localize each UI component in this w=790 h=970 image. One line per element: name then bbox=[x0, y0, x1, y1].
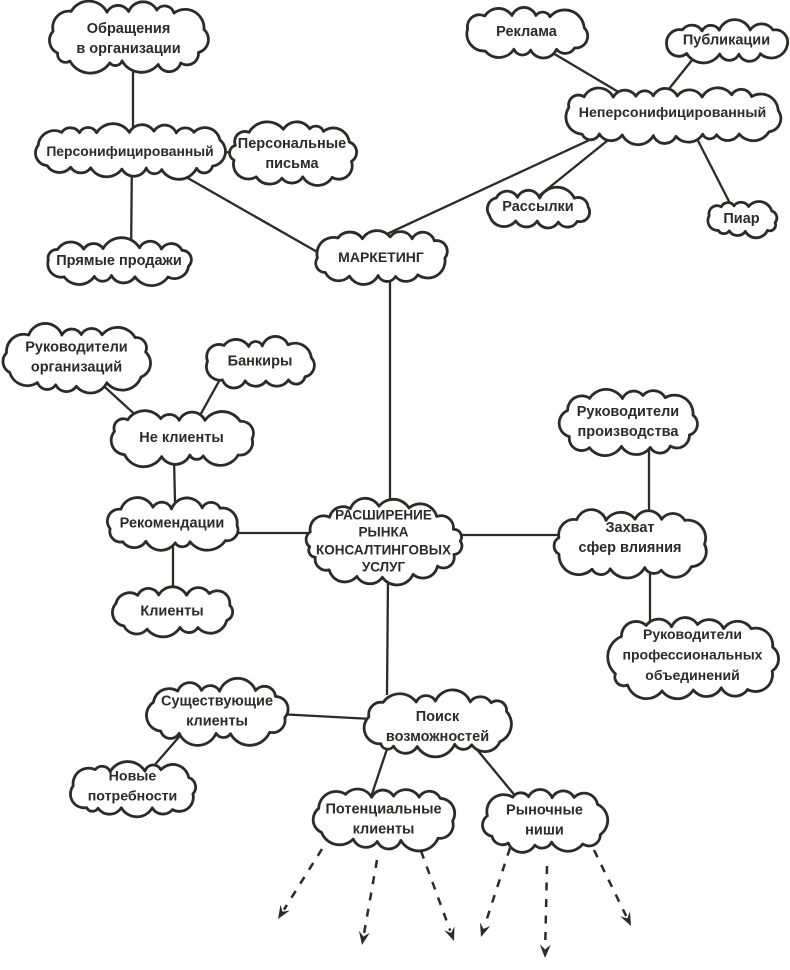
svg-text:Банкиры: Банкиры bbox=[228, 354, 293, 370]
svg-text:Публикации: Публикации bbox=[683, 33, 770, 49]
svg-text:Новые: Новые bbox=[109, 769, 157, 785]
svg-text:Реклама: Реклама bbox=[496, 24, 558, 40]
svg-text:Обращения: Обращения bbox=[87, 21, 171, 37]
svg-text:потребности: потребности bbox=[88, 789, 178, 805]
svg-text:профессиональных: профессиональных bbox=[623, 647, 763, 663]
svg-text:Клиенты: Клиенты bbox=[140, 604, 203, 620]
svg-text:МАРКЕТИНГ: МАРКЕТИНГ bbox=[338, 249, 424, 265]
svg-text:объединений: объединений bbox=[645, 667, 739, 683]
svg-text:сфер влияния: сфер влияния bbox=[579, 540, 682, 556]
svg-text:организаций: организаций bbox=[31, 360, 122, 376]
svg-text:Неперсонифицированный: Неперсонифицированный bbox=[579, 105, 766, 121]
svg-text:Пиар: Пиар bbox=[723, 211, 759, 227]
svg-text:КОНСАЛТИНГОВЫХ: КОНСАЛТИНГОВЫХ bbox=[316, 542, 451, 557]
svg-text:в организации: в организации bbox=[76, 41, 180, 57]
svg-text:Руководители: Руководители bbox=[25, 340, 127, 356]
svg-text:Рыночные: Рыночные bbox=[506, 803, 583, 819]
svg-text:Персональные: Персональные bbox=[238, 136, 346, 152]
svg-text:Руководители: Руководители bbox=[577, 404, 679, 420]
svg-text:Персонифицированный: Персонифицированный bbox=[46, 143, 213, 159]
svg-text:производства: производства bbox=[578, 424, 680, 440]
svg-text:Не клиенты: Не клиенты bbox=[139, 430, 223, 446]
svg-text:ниши: ниши bbox=[525, 823, 564, 839]
svg-text:письма: письма bbox=[265, 156, 319, 172]
svg-text:Руководители: Руководители bbox=[643, 626, 742, 642]
svg-text:РАСШИРЕНИЕ: РАСШИРЕНИЕ bbox=[335, 507, 432, 522]
svg-text:клиенты: клиенты bbox=[186, 714, 248, 730]
svg-text:Существующие: Существующие bbox=[161, 694, 273, 710]
svg-text:РЫНКА: РЫНКА bbox=[359, 525, 409, 540]
svg-text:Рекомендации: Рекомендации bbox=[120, 516, 225, 532]
svg-text:Поиск: Поиск bbox=[416, 709, 460, 725]
svg-text:возможностей: возможностей bbox=[386, 729, 489, 745]
svg-text:УСЛУГ: УСЛУГ bbox=[362, 560, 406, 575]
svg-text:Захват: Захват bbox=[605, 520, 654, 536]
svg-text:Рассылки: Рассылки bbox=[502, 199, 573, 215]
svg-text:клиенты: клиенты bbox=[353, 822, 415, 838]
svg-text:Потенциальные: Потенциальные bbox=[325, 802, 441, 818]
svg-text:Прямые продажи: Прямые продажи bbox=[56, 253, 182, 269]
